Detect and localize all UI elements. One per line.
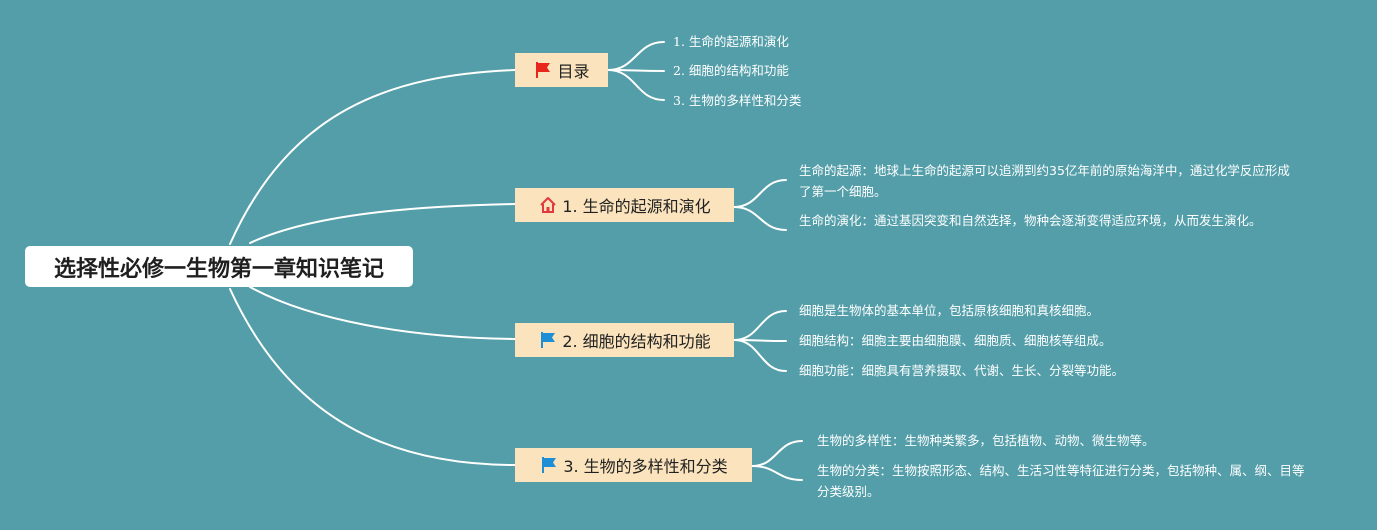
connector-root-to-branch-3 bbox=[229, 288, 516, 466]
leaf-classification: 生物的分类：生物按照形态、结构、生活习性等特征进行分类，包括物种、属、纲、目等分… bbox=[817, 463, 1305, 499]
connector-branch-2-leaf-1 bbox=[733, 310, 787, 341]
branch-cell-structure[interactable]: 2. 细胞的结构和功能 bbox=[515, 323, 734, 357]
branch-toc[interactable]: 目录 bbox=[515, 53, 608, 87]
root-title: 选择性必修一生物第一章知识笔记 bbox=[53, 256, 384, 282]
leaf-evolution: 生命的演化：通过基因突变和自然选择，物种会逐渐变得适应环境，从而发生演化。 bbox=[799, 213, 1262, 228]
connector-branch-3-leaf-1 bbox=[751, 440, 803, 467]
connector-root-to-branch-1 bbox=[249, 203, 516, 244]
connector-branch-1-leaf-2 bbox=[733, 206, 787, 231]
toc-item-1: 1. 生命的起源和演化 bbox=[673, 34, 789, 49]
connector-root-to-toc bbox=[229, 69, 516, 245]
leaf-cell-structure: 细胞结构：细胞主要由细胞膜、细胞质、细胞核等组成。 bbox=[799, 333, 1112, 348]
branch-origin-evolution[interactable]: 1. 生命的起源和演化 bbox=[515, 188, 734, 222]
blue-flag-icon bbox=[539, 455, 559, 475]
house-icon bbox=[538, 195, 558, 215]
connector-branch-1-leaf-1 bbox=[733, 179, 787, 208]
branch-label: 2. 细胞的结构和功能 bbox=[562, 332, 711, 351]
leaf-cell-unit: 细胞是生物体的基本单位，包括原核细胞和真核细胞。 bbox=[799, 303, 1100, 318]
connector-toc-leaf-3 bbox=[607, 69, 665, 101]
red-flag-icon bbox=[533, 60, 553, 80]
blue-flag-icon bbox=[538, 330, 558, 350]
branch-label: 目录 bbox=[557, 62, 590, 81]
branch-diversity-classification[interactable]: 3. 生物的多样性和分类 bbox=[515, 448, 752, 482]
branch-label: 1. 生命的起源和演化 bbox=[562, 197, 711, 216]
leaf-cell-function: 细胞功能：细胞具有营养摄取、代谢、生长、分裂等功能。 bbox=[799, 363, 1125, 378]
toc-item-2: 2. 细胞的结构和功能 bbox=[673, 63, 789, 78]
root-node[interactable]: 选择性必修一生物第一章知识笔记 bbox=[25, 246, 413, 287]
branch-label: 3. 生物的多样性和分类 bbox=[563, 457, 728, 476]
connector-toc-leaf-1 bbox=[607, 41, 665, 71]
connector-branch-3-leaf-2 bbox=[751, 465, 803, 481]
leaf-origin: 生命的起源：地球上生命的起源可以追溯到约35亿年前的原始海洋中，通过化学反应形成… bbox=[799, 163, 1290, 199]
connector-branch-2-leaf-3 bbox=[733, 339, 787, 372]
leaf-diversity: 生物的多样性：生物种类繁多，包括植物、动物、微生物等。 bbox=[817, 433, 1155, 448]
toc-item-3: 3. 生物的多样性和分类 bbox=[673, 93, 802, 108]
connector-root-to-branch-2 bbox=[249, 286, 516, 340]
